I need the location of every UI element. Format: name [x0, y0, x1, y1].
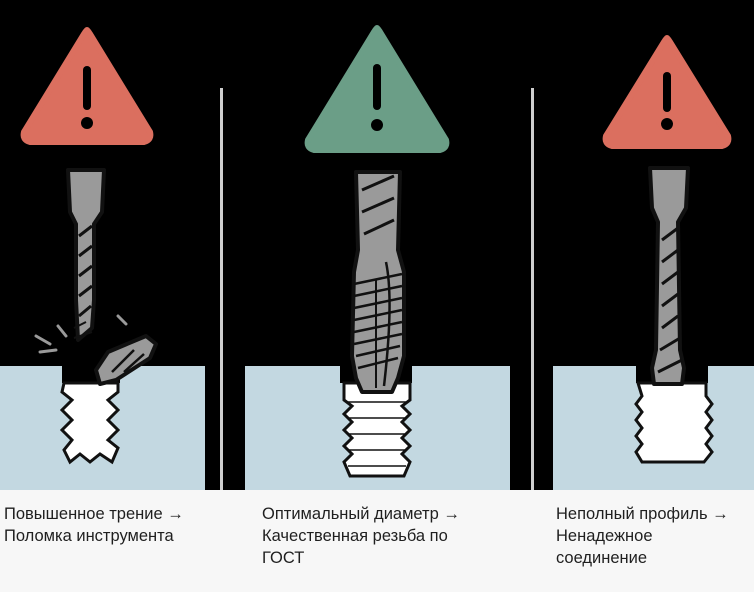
caption-line: соединение: [556, 549, 648, 567]
warning-triangle-icon: [20, 27, 154, 145]
caption-line: Поломка инструмента: [4, 527, 174, 545]
rough-thread-hole: [59, 381, 121, 465]
tap-tool-icon: [350, 170, 406, 394]
panel-optimal-tap: [245, 25, 510, 490]
caption-line: Неполный профиль →: [556, 505, 729, 523]
panel-broken-tap: [0, 27, 205, 490]
tap-tool-icon: [648, 166, 690, 386]
broken-tap-icon: [34, 168, 158, 386]
caption-broken-tap: Повышенное трение → Поломка инструмента: [4, 503, 184, 547]
caption-optimal-tap: Оптимальный диаметр → Качественная резьб…: [262, 503, 460, 569]
divider: [220, 88, 223, 490]
warning-triangle-icon: [602, 35, 732, 149]
caption-incomplete-tap: Неполный профиль → Ненадежное соединение: [556, 503, 729, 569]
caption-line: Ненадежное: [556, 527, 653, 545]
caption-line: Оптимальный диаметр →: [262, 505, 460, 523]
panel-incomplete-tap: [553, 35, 754, 490]
caption-line: Качественная резьба по: [262, 527, 448, 545]
caption-line: Повышенное трение →: [4, 505, 184, 523]
warning-triangle-icon: [304, 25, 450, 153]
clean-thread-hole: [341, 381, 413, 478]
caption-line: ГОСТ: [262, 549, 305, 567]
divider: [531, 88, 534, 490]
incomplete-thread-hole: [634, 381, 714, 464]
